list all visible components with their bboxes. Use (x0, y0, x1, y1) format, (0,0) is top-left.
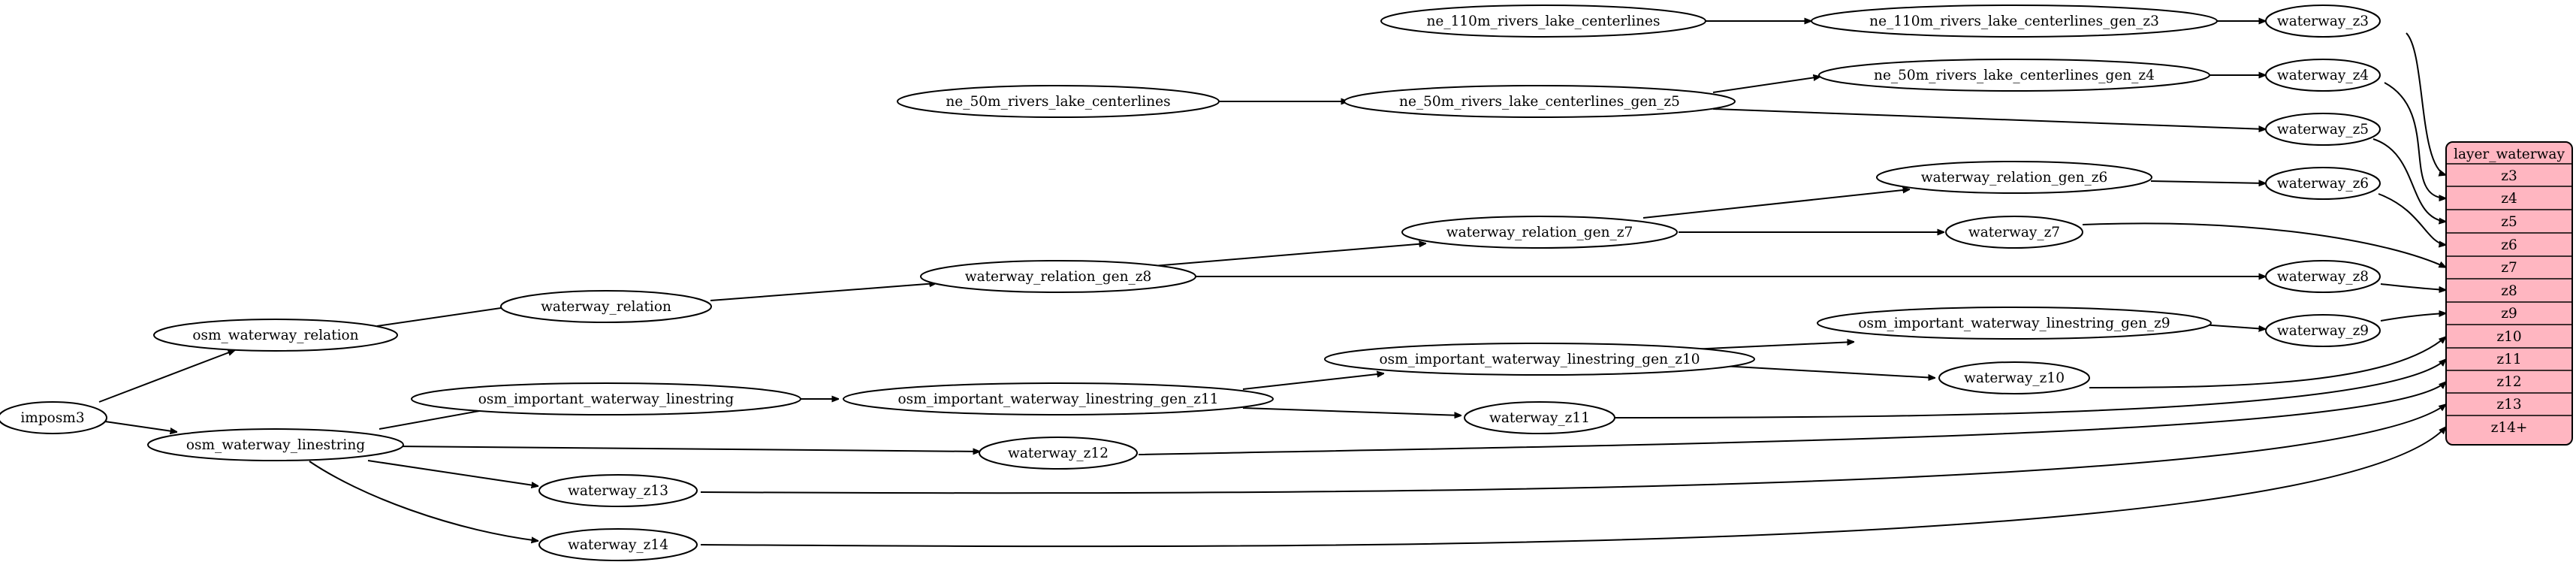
node-waterway-z13[interactable]: waterway_z13 (538, 474, 698, 507)
layer-row-z11: z11 (2496, 352, 2521, 367)
node-label: osm_important_waterway_linestring_gen_z9 (1858, 316, 2170, 331)
edge-waterway-z14-to-table-z14 (700, 427, 2446, 548)
layer-row-z12: z12 (2496, 374, 2521, 390)
edge-waterway-z13-to-table-z13 (700, 404, 2446, 494)
edge-waterway-z6-to-table-z6 (2378, 193, 2446, 245)
node-oiwl[interactable]: osm_important_waterway_linestring (411, 382, 801, 415)
node-waterway-relation-gen-z7[interactable]: waterway_relation_gen_z7 (1401, 216, 1678, 249)
node-label: ne_50m_rivers_lake_centerlines (946, 94, 1170, 110)
edge-waterway-z7-to-table-z7 (2082, 222, 2446, 268)
node-oiwl-gen-z9[interactable]: osm_important_waterway_linestring_gen_z9 (1817, 307, 2212, 340)
node-waterway-z11[interactable]: waterway_z11 (1464, 401, 1615, 434)
layer-row-z4: z4 (2501, 191, 2517, 207)
layer-row-z10: z10 (2496, 329, 2521, 345)
node-label: osm_important_waterway_linestring (478, 391, 734, 407)
node-imposm3[interactable]: imposm3 (0, 401, 107, 434)
edge-waterway-z11-to-table-z11 (1611, 359, 2446, 418)
layer-row-z13: z13 (2496, 397, 2521, 412)
node-waterway-z5[interactable]: waterway_z5 (2265, 113, 2381, 146)
node-oiwl-gen-z10[interactable]: osm_important_waterway_linestring_gen_z1… (1324, 343, 1755, 376)
edge-owl-to-waterway-z13 (367, 460, 538, 486)
node-label: waterway_z6 (2277, 176, 2369, 192)
node-label: waterway_z14 (568, 537, 668, 553)
node-waterway-z8[interactable]: waterway_z8 (2265, 260, 2381, 293)
node-waterway-relation[interactable]: waterway_relation (500, 290, 712, 323)
layer-row-z14plus: z14+ (2491, 420, 2528, 436)
node-ne50[interactable]: ne_50m_rivers_lake_centerlines (897, 85, 1220, 118)
edge-oiwl-z10-to-waterway-z10 (1721, 365, 1935, 378)
layer-table-title: layer_waterway (2454, 147, 2565, 162)
layer-waterway-table[interactable]: layer_waterway z3 z4 z5 z6 z7 z8 z9 z10 … (2445, 141, 2573, 446)
edge-waterway-z3-to-table-z3 (2406, 32, 2446, 175)
node-label: waterway_z3 (2277, 14, 2369, 29)
edge-wr-z8-to-wr-z7 (1144, 243, 1426, 267)
node-ne50-z5[interactable]: ne_50m_rivers_lake_centerlines_gen_z5 (1344, 85, 1736, 118)
node-waterway-z12[interactable]: waterway_z12 (979, 437, 1138, 470)
node-waterway-z9[interactable]: waterway_z9 (2265, 314, 2381, 347)
node-label: waterway_relation_gen_z7 (1446, 225, 1633, 240)
edge-oiwl-z11-to-oiwl-z10 (1242, 373, 1384, 390)
node-label: waterway_z5 (2277, 122, 2369, 137)
node-label: waterway_relation (541, 299, 671, 315)
nodes: ne_110m_rivers_lake_centerlines ne_110m_… (0, 5, 2381, 561)
node-label: waterway_z9 (2277, 323, 2369, 339)
edge-waterway-z10-to-table-z10 (2089, 337, 2446, 388)
node-waterway-z6[interactable]: waterway_z6 (2265, 167, 2381, 200)
edge-wr-z6-to-waterway-z6 (2150, 181, 2266, 183)
node-waterway-relation-gen-z6[interactable]: waterway_relation_gen_z6 (1876, 161, 2152, 194)
node-label: ne_110m_rivers_lake_centerlines (1427, 14, 1661, 29)
edge-imposm3-to-owl (104, 421, 177, 432)
node-label: ne_50m_rivers_lake_centerlines_gen_z4 (1874, 68, 2155, 83)
edge-waterway-z9-to-table-z9 (2380, 313, 2446, 322)
edge-waterway-z4-to-table-z4 (2384, 82, 2446, 198)
node-ne50-z4[interactable]: ne_50m_rivers_lake_centerlines_gen_z4 (1818, 59, 2210, 92)
edge-ne50-z5-to-waterway-z5 (1712, 108, 2266, 129)
node-label: ne_110m_rivers_lake_centerlines_gen_z3 (1869, 14, 2159, 29)
node-label: waterway_relation_gen_z6 (1921, 170, 2108, 186)
node-ne110[interactable]: ne_110m_rivers_lake_centerlines (1380, 5, 1706, 38)
node-label: waterway_z11 (1489, 410, 1590, 426)
layer-row-z7: z7 (2501, 260, 2517, 276)
node-oiwl-gen-z11[interactable]: osm_important_waterway_linestring_gen_z1… (843, 382, 1274, 415)
layer-row-z6: z6 (2501, 237, 2517, 253)
node-label: waterway_z10 (1964, 370, 2065, 386)
node-label: osm_important_waterway_linestring_gen_z1… (1379, 352, 1700, 367)
edge-owl-to-waterway-z12 (394, 446, 980, 452)
node-ne110-z3[interactable]: ne_110m_rivers_lake_centerlines_gen_z3 (1811, 5, 2218, 38)
node-label: waterway_z8 (2277, 269, 2369, 285)
node-label: waterway_z12 (1008, 446, 1109, 461)
edge-wr-z7-to-wr-z6 (1642, 189, 1910, 219)
node-waterway-z3[interactable]: waterway_z3 (2265, 5, 2381, 38)
edges (98, 21, 2446, 548)
node-label: waterway_z13 (568, 483, 668, 499)
layer-row-z8: z8 (2501, 283, 2517, 299)
node-label: waterway_relation_gen_z8 (965, 269, 1152, 285)
edge-imposm3-to-owr (98, 349, 235, 403)
edge-owl-to-waterway-z14 (309, 461, 538, 541)
node-label: waterway_z7 (1968, 225, 2060, 240)
node-label: osm_waterway_linestring (186, 437, 365, 453)
node-label: waterway_z4 (2277, 68, 2369, 83)
node-label: osm_important_waterway_linestring_gen_z1… (897, 391, 1218, 407)
node-waterway-z7[interactable]: waterway_z7 (1945, 216, 2083, 249)
node-label: osm_waterway_relation (192, 328, 358, 343)
layer-row-z5: z5 (2501, 214, 2517, 230)
layer-row-z9: z9 (2501, 306, 2517, 322)
node-label: imposm3 (20, 410, 84, 426)
edge-waterway-z12-to-table-z12 (1138, 382, 2446, 455)
edge-wr-to-wr-z8 (710, 283, 937, 301)
edge-waterway-z5-to-table-z5 (2372, 138, 2446, 222)
node-osm-waterway-linestring[interactable]: osm_waterway_linestring (147, 428, 404, 461)
edge-ne50-z5-to-ne50-z4 (1712, 77, 1820, 93)
node-osm-waterway-relation[interactable]: osm_waterway_relation (153, 319, 398, 352)
node-waterway-z10[interactable]: waterway_z10 (1938, 361, 2090, 394)
layer-row-z3: z3 (2501, 168, 2517, 184)
node-waterway-z4[interactable]: waterway_z4 (2265, 59, 2381, 92)
node-waterway-z14[interactable]: waterway_z14 (538, 528, 698, 561)
edge-waterway-z8-to-table-z8 (2380, 283, 2446, 290)
node-waterway-relation-gen-z8[interactable]: waterway_relation_gen_z8 (920, 260, 1196, 293)
edge-oiwl-z11-to-waterway-z11 (1242, 407, 1461, 415)
node-label: ne_50m_rivers_lake_centerlines_gen_z5 (1399, 94, 1680, 110)
